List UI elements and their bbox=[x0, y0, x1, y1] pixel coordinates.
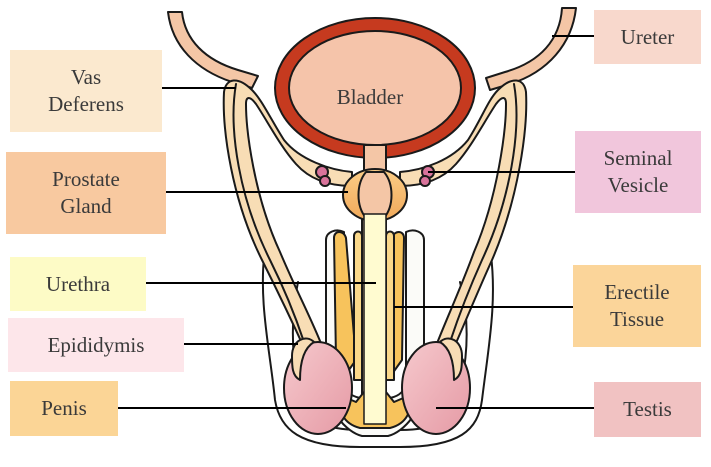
label-seminal-vesicle-text: Seminal Vesicle bbox=[604, 145, 673, 199]
label-vas-deferens-text: Vas Deferens bbox=[48, 64, 124, 118]
seminal-vesicle-right bbox=[420, 166, 434, 186]
label-ureter: Ureter bbox=[594, 10, 701, 64]
label-urethra: Urethra bbox=[10, 257, 146, 311]
label-testis: Testis bbox=[594, 382, 701, 437]
label-penis: Penis bbox=[10, 381, 118, 436]
urethra-core bbox=[364, 214, 386, 424]
seminal-vesicle-left bbox=[316, 166, 330, 186]
label-bladder: Bladder bbox=[312, 80, 428, 114]
ureter-left bbox=[168, 12, 258, 88]
label-prostate-gland: Prostate Gland bbox=[6, 152, 166, 234]
label-ureter-text: Ureter bbox=[621, 24, 675, 51]
label-vas-deferens: Vas Deferens bbox=[10, 50, 162, 132]
label-testis-text: Testis bbox=[623, 396, 672, 423]
label-penis-text: Penis bbox=[41, 395, 87, 422]
label-erectile-tissue: Erectile Tissue bbox=[573, 265, 701, 347]
label-bladder-text: Bladder bbox=[337, 84, 403, 111]
label-epididymis: Epididymis bbox=[8, 318, 184, 372]
label-seminal-vesicle: Seminal Vesicle bbox=[575, 131, 701, 213]
erectile-tissue-center-right bbox=[386, 232, 394, 381]
label-epididymis-text: Epididymis bbox=[48, 332, 145, 359]
label-prostate-gland-text: Prostate Gland bbox=[52, 166, 120, 220]
label-urethra-text: Urethra bbox=[46, 271, 110, 298]
ureter-right bbox=[486, 8, 576, 90]
label-erectile-tissue-text: Erectile Tissue bbox=[604, 279, 669, 333]
erectile-tissue-center-left bbox=[354, 232, 362, 381]
urethra-through-prostate bbox=[359, 172, 392, 218]
